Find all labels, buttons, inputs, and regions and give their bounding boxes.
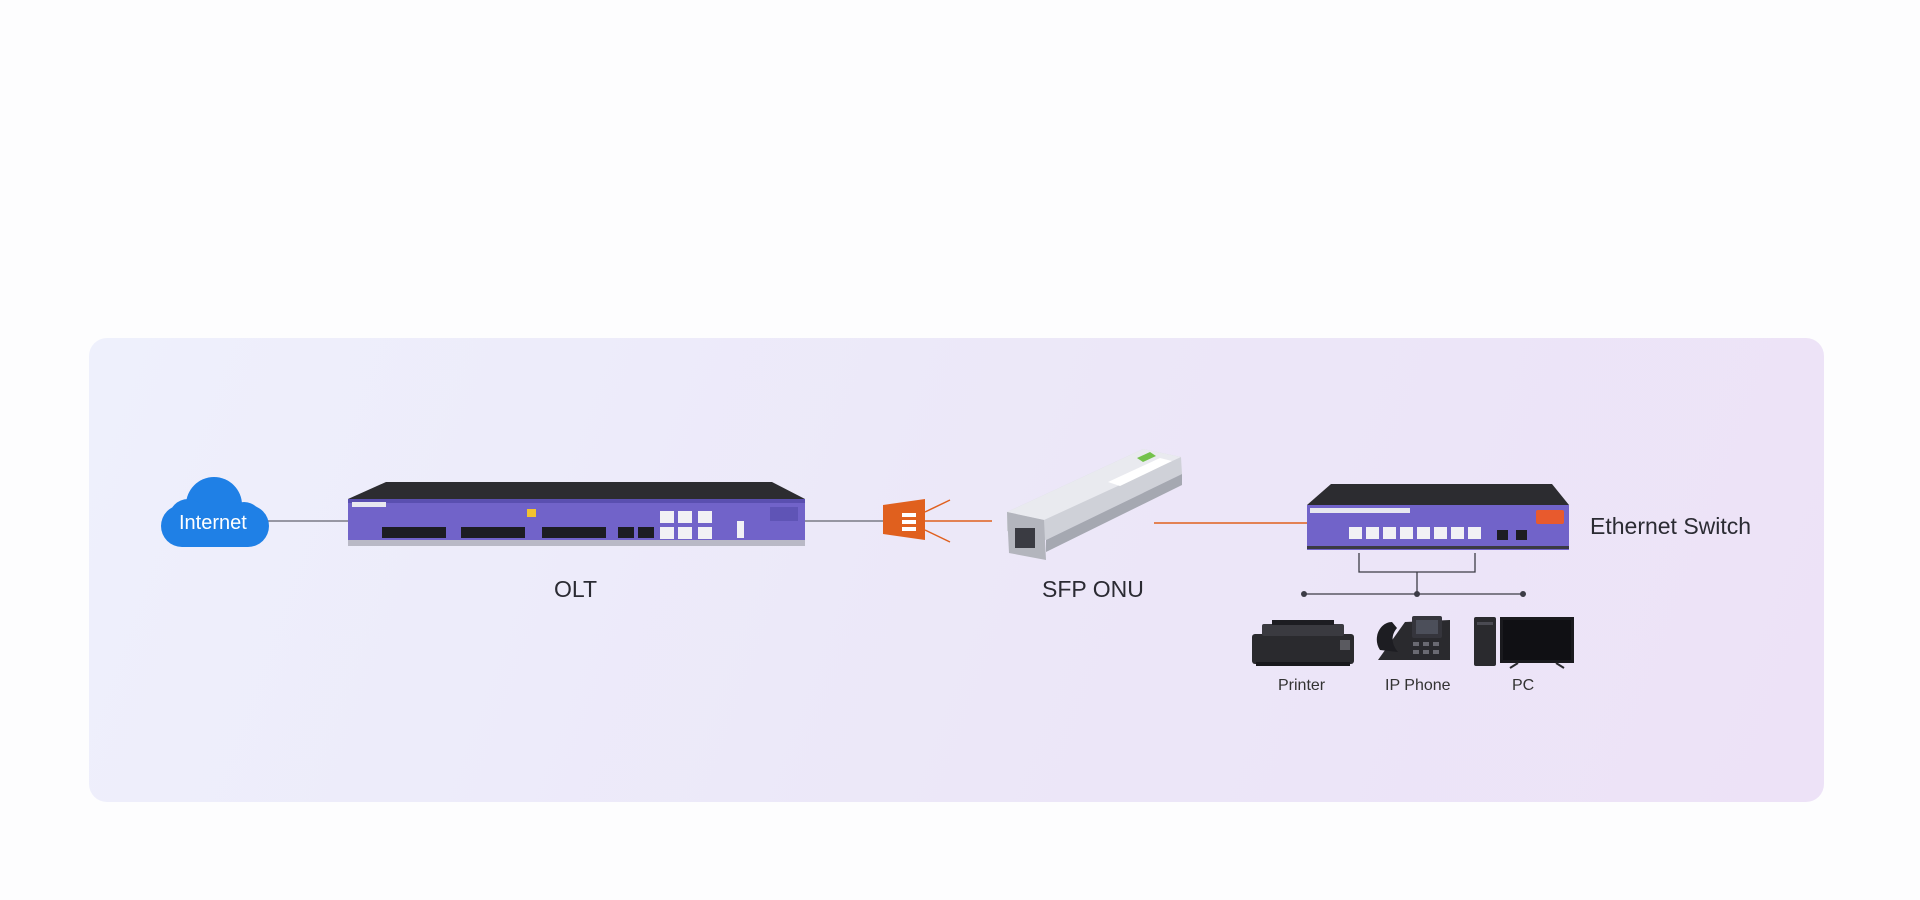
pc-label: PC — [1512, 677, 1535, 694]
diagram-panel — [89, 338, 1824, 802]
olt-label: OLT — [554, 576, 598, 602]
olt-device-icon — [348, 482, 805, 546]
printer-icon — [1252, 620, 1354, 666]
sfp-onu-label: SFP ONU — [1042, 576, 1144, 602]
ip-phone-icon — [1376, 616, 1450, 660]
printer-label: Printer — [1278, 677, 1326, 694]
internet-label: Internet — [179, 512, 247, 534]
switch-fanout-lines — [1304, 553, 1523, 595]
ethernet-switch-label: Ethernet Switch — [1590, 513, 1752, 539]
fanout-dots — [1301, 591, 1526, 597]
switch-device-icon — [1307, 484, 1569, 550]
cloud-icon — [161, 477, 269, 547]
splitter-icon — [883, 499, 951, 543]
pc-icon — [1474, 617, 1574, 669]
sfp-module-icon — [1007, 449, 1182, 560]
ip-phone-label: IP Phone — [1385, 677, 1451, 694]
